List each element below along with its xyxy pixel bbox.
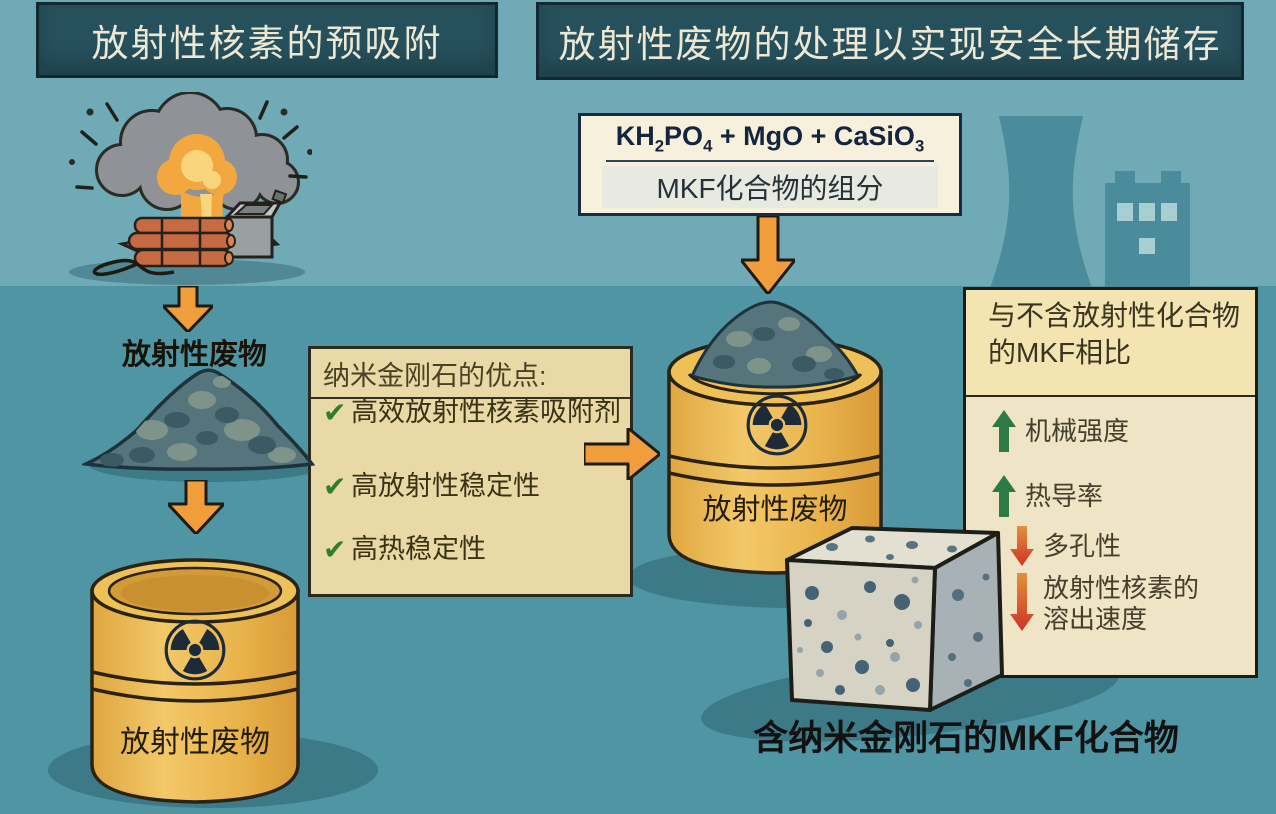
left-barrel-label: 放射性废物 — [120, 726, 270, 759]
comparison-item: 热导率 — [992, 475, 1103, 517]
checkmark-icon: ✔ — [323, 471, 347, 502]
header-right-text: 放射性废物的处理以实现安全长期储存 — [558, 24, 1222, 65]
chemical-formula: KH2PO4 + MgO + CaSiO3 — [615, 121, 925, 156]
explosion-illustration — [69, 92, 312, 285]
arrow-down-icon — [1010, 526, 1034, 566]
arrow-up-icon — [992, 410, 1016, 452]
arrow-right-icon — [584, 428, 660, 480]
mkf-comparison-panel: 与不含放射性化合物的MKF相比 机械强度 热导率 多孔性 放射性核素的溶出速度 — [963, 287, 1258, 678]
nanodiamond-advantages-box: 纳米金刚石的优点: ✔ 高效放射性核素吸附剂 ✔ 高放射性稳定性 ✔ 高热稳定性 — [308, 346, 633, 597]
mkf-concrete-cube — [785, 526, 1004, 712]
comparison-item: 机械强度 — [992, 410, 1129, 452]
arrow-down-icon — [1010, 573, 1034, 631]
nuclear-plant-silhouette — [990, 116, 1190, 288]
advantages-title: 纳米金刚石的优点: — [311, 349, 630, 399]
arrow-down-icon — [741, 216, 795, 294]
comparison-title: 与不含放射性化合物的MKF相比 — [966, 290, 1255, 397]
right-barrel-label: 放射性废物 — [702, 494, 848, 526]
mkf-formula-box: KH2PO4 + MgO + CaSiO3 MKF化合物的组分 — [578, 113, 962, 216]
cube-label: 含纳米金刚石的MKF化合物 — [753, 719, 1179, 758]
checkmark-icon: ✔ — [323, 397, 347, 428]
left-waste-barrel — [90, 558, 300, 804]
advantage-item: ✔ 高热稳定性 — [323, 534, 486, 565]
formula-subtitle: MKF化合物的组分 — [601, 166, 939, 209]
formula-divider — [605, 160, 935, 163]
waste-pile-illustration — [82, 368, 316, 471]
header-left-text: 放射性核素的预吸附 — [91, 23, 443, 64]
right-waste-barrel — [667, 300, 883, 575]
arrow-down-icon — [168, 480, 224, 534]
comparison-item: 放射性核素的溶出速度 — [1010, 573, 1211, 634]
header-pre-adsorption: 放射性核素的预吸附 — [36, 2, 498, 78]
checkmark-icon: ✔ — [323, 534, 347, 565]
comparison-item: 多孔性 — [1010, 526, 1121, 566]
waste-pile-label: 放射性废物 — [122, 339, 268, 371]
arrow-down-icon — [163, 286, 213, 332]
header-waste-treatment: 放射性废物的处理以实现安全长期储存 — [536, 2, 1244, 80]
arrow-up-icon — [992, 475, 1016, 517]
building-windows — [1117, 203, 1177, 254]
advantage-item: ✔ 高效放射性核素吸附剂 — [323, 397, 621, 428]
advantage-item: ✔ 高放射性稳定性 — [323, 471, 540, 502]
